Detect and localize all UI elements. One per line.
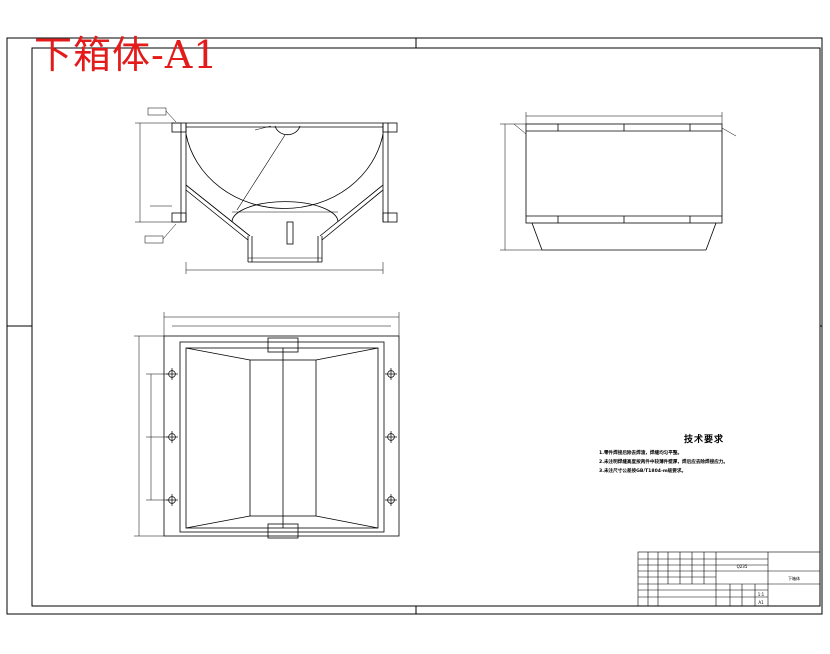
side-view xyxy=(525,123,723,251)
inner-border xyxy=(31,47,821,607)
bolt-holes xyxy=(166,368,397,506)
centering-marks xyxy=(7,38,822,614)
title-block-material: Q235 xyxy=(737,564,748,569)
technical-requirement-line: 2.未注明焊缝高度按两件中较薄件壁厚，焊后应去除焊接应力。 xyxy=(599,460,728,465)
title-block-sheet: A1 xyxy=(758,600,764,605)
title-block-part-name: 下箱体 xyxy=(788,575,800,581)
technical-requirement-line: 3.未注尺寸公差按GB/T1804-m级要求。 xyxy=(599,469,687,474)
front-view-dimensions xyxy=(135,107,384,274)
plan-view-dimensions xyxy=(134,312,400,537)
title-block xyxy=(637,551,821,607)
technical-requirements: 技术要求 1.零件焊接后除去焊渣，焊缝均匀平整。 2.未注明焊缝高度按两件中较薄… xyxy=(599,432,809,476)
title-block-scale: 1:1 xyxy=(758,592,765,597)
plan-view xyxy=(163,335,400,539)
technical-requirements-heading: 技术要求 xyxy=(683,435,724,445)
drawing-title: 下箱体-A1 xyxy=(34,33,219,77)
side-view-dimensions xyxy=(500,112,737,251)
technical-requirement-line: 1.零件焊接后除去焊渣，焊缝均匀平整。 xyxy=(599,451,683,456)
front-section-view xyxy=(171,122,398,263)
